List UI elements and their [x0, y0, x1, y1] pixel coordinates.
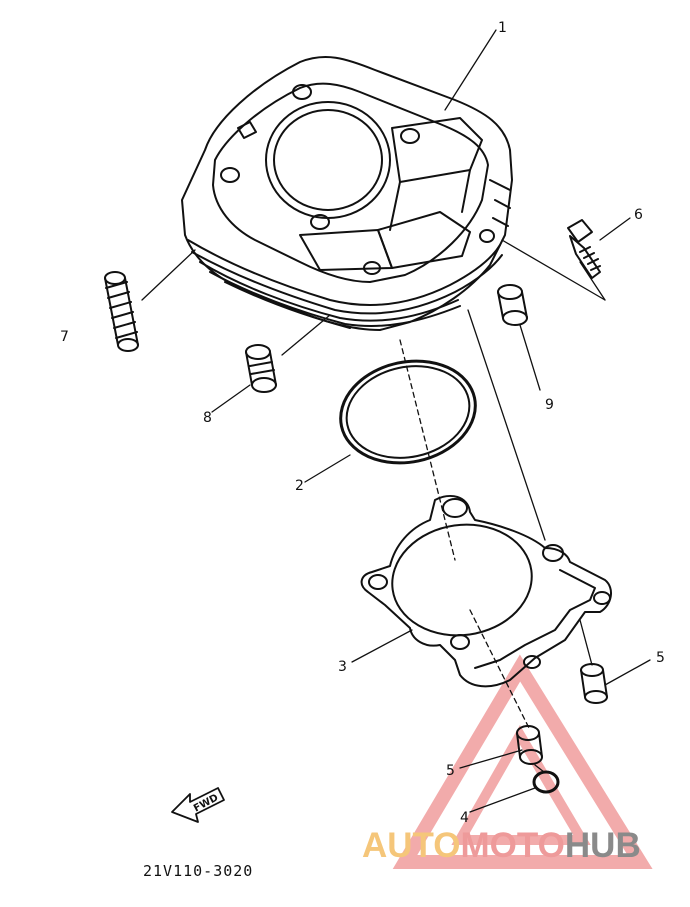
callout-8: 8: [203, 410, 212, 426]
callout-3: 3: [338, 659, 347, 675]
bolt: [567, 219, 601, 279]
small-o-ring: [532, 770, 560, 794]
callout-1: 1: [498, 20, 507, 36]
watermark-part-moto: MOTO: [461, 826, 565, 865]
dowel-pin-5-right: [580, 663, 608, 704]
cylinder-block: [181, 55, 513, 331]
cylinder-gasket: [360, 495, 612, 688]
svg-text:AUTOMOTOHUB: AUTOMOTOHUB: [362, 826, 641, 865]
callout-2: 2: [295, 478, 304, 494]
forward-arrow-icon: [171, 787, 225, 823]
watermark-part-auto: AUTO: [362, 826, 461, 865]
dowel-pin-9: [497, 284, 528, 326]
drawing-code: 21V110-3020: [143, 862, 253, 880]
callout-7: 7: [60, 329, 69, 345]
watermark-part-hub: HUB: [565, 826, 641, 865]
callout-5-lower: 5: [446, 763, 455, 779]
callout-6: 6: [634, 207, 643, 223]
fwd-label: FWD: [192, 792, 220, 814]
callout-9: 9: [545, 397, 554, 413]
dowel-pin-8: [245, 344, 277, 393]
callout-5-right: 5: [656, 650, 665, 666]
stud-bolt: [104, 271, 139, 352]
callout-4: 4: [460, 810, 469, 826]
watermark-text: AUTOMOTOHUB: [362, 826, 641, 865]
o-ring: [339, 359, 477, 465]
leader-lines: [141, 29, 651, 813]
callout-labels: 1 6 7 9 8 2 3 5 5 4: [60, 20, 665, 826]
watermark-logo: [392, 654, 653, 869]
